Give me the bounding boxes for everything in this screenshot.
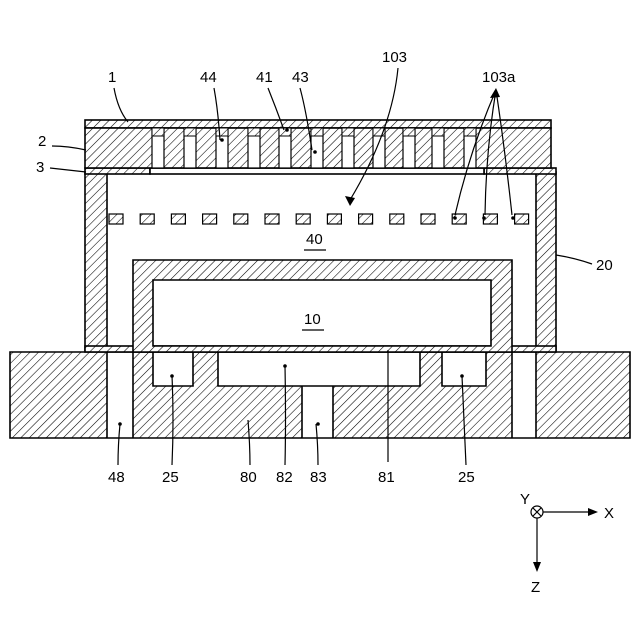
label-81: 81 xyxy=(378,469,395,486)
right-chamber-wall xyxy=(536,172,556,350)
grid-segment xyxy=(359,214,373,224)
stage-10 xyxy=(133,260,512,352)
axis-y-label: Y xyxy=(520,491,530,508)
grid-electrode-103 xyxy=(109,214,529,224)
axis-indicator: Y X Z xyxy=(520,491,614,596)
grid-segment xyxy=(296,214,310,224)
axis-x-label: X xyxy=(604,505,614,522)
grid-segment xyxy=(234,214,248,224)
gas-hole-neck xyxy=(216,128,228,136)
label-3: 3 xyxy=(36,159,44,176)
grid-segment xyxy=(421,214,435,224)
grid-segment xyxy=(265,214,279,224)
gas-hole-neck xyxy=(248,128,260,136)
grid-segment xyxy=(327,214,341,224)
label-25-right: 25 xyxy=(458,469,475,486)
label-20: 20 xyxy=(596,257,613,274)
arrowhead-103a xyxy=(490,88,500,98)
grid-segment xyxy=(390,214,404,224)
gas-hole-neck xyxy=(311,128,323,136)
base-block-80 xyxy=(10,352,630,438)
label-43: 43 xyxy=(292,69,309,86)
grid-segment xyxy=(515,214,529,224)
gas-hole-neck xyxy=(152,128,164,136)
grid-segment xyxy=(171,214,185,224)
label-1: 1 xyxy=(108,69,116,86)
grid-segment xyxy=(109,214,123,224)
gas-hole-neck xyxy=(184,128,196,136)
label-41: 41 xyxy=(256,69,273,86)
axis-z-label: Z xyxy=(531,579,540,596)
gas-hole-neck xyxy=(279,128,291,136)
plate-3-right xyxy=(484,168,556,174)
label-40: 40 xyxy=(306,231,323,248)
grid-segment xyxy=(203,214,217,224)
label-48: 48 xyxy=(108,469,125,486)
gas-hole-neck xyxy=(464,128,476,136)
label-2: 2 xyxy=(38,133,46,150)
label-82: 82 xyxy=(276,469,293,486)
label-10: 10 xyxy=(304,311,321,328)
label-103: 103 xyxy=(382,49,407,66)
label-103a: 103a xyxy=(482,69,516,86)
label-83: 83 xyxy=(310,469,327,486)
grid-segment xyxy=(140,214,154,224)
gas-hole-neck xyxy=(403,128,415,136)
label-44: 44 xyxy=(200,69,217,86)
label-80: 80 xyxy=(240,469,257,486)
label-25-left: 25 xyxy=(162,469,179,486)
plate-3 xyxy=(85,168,150,174)
gas-hole-neck xyxy=(342,128,354,136)
gas-hole-neck xyxy=(432,128,444,136)
plate-3-center xyxy=(150,168,484,174)
arrowhead-103 xyxy=(345,196,355,206)
grid-segment xyxy=(483,214,497,224)
left-chamber-wall xyxy=(85,172,107,350)
